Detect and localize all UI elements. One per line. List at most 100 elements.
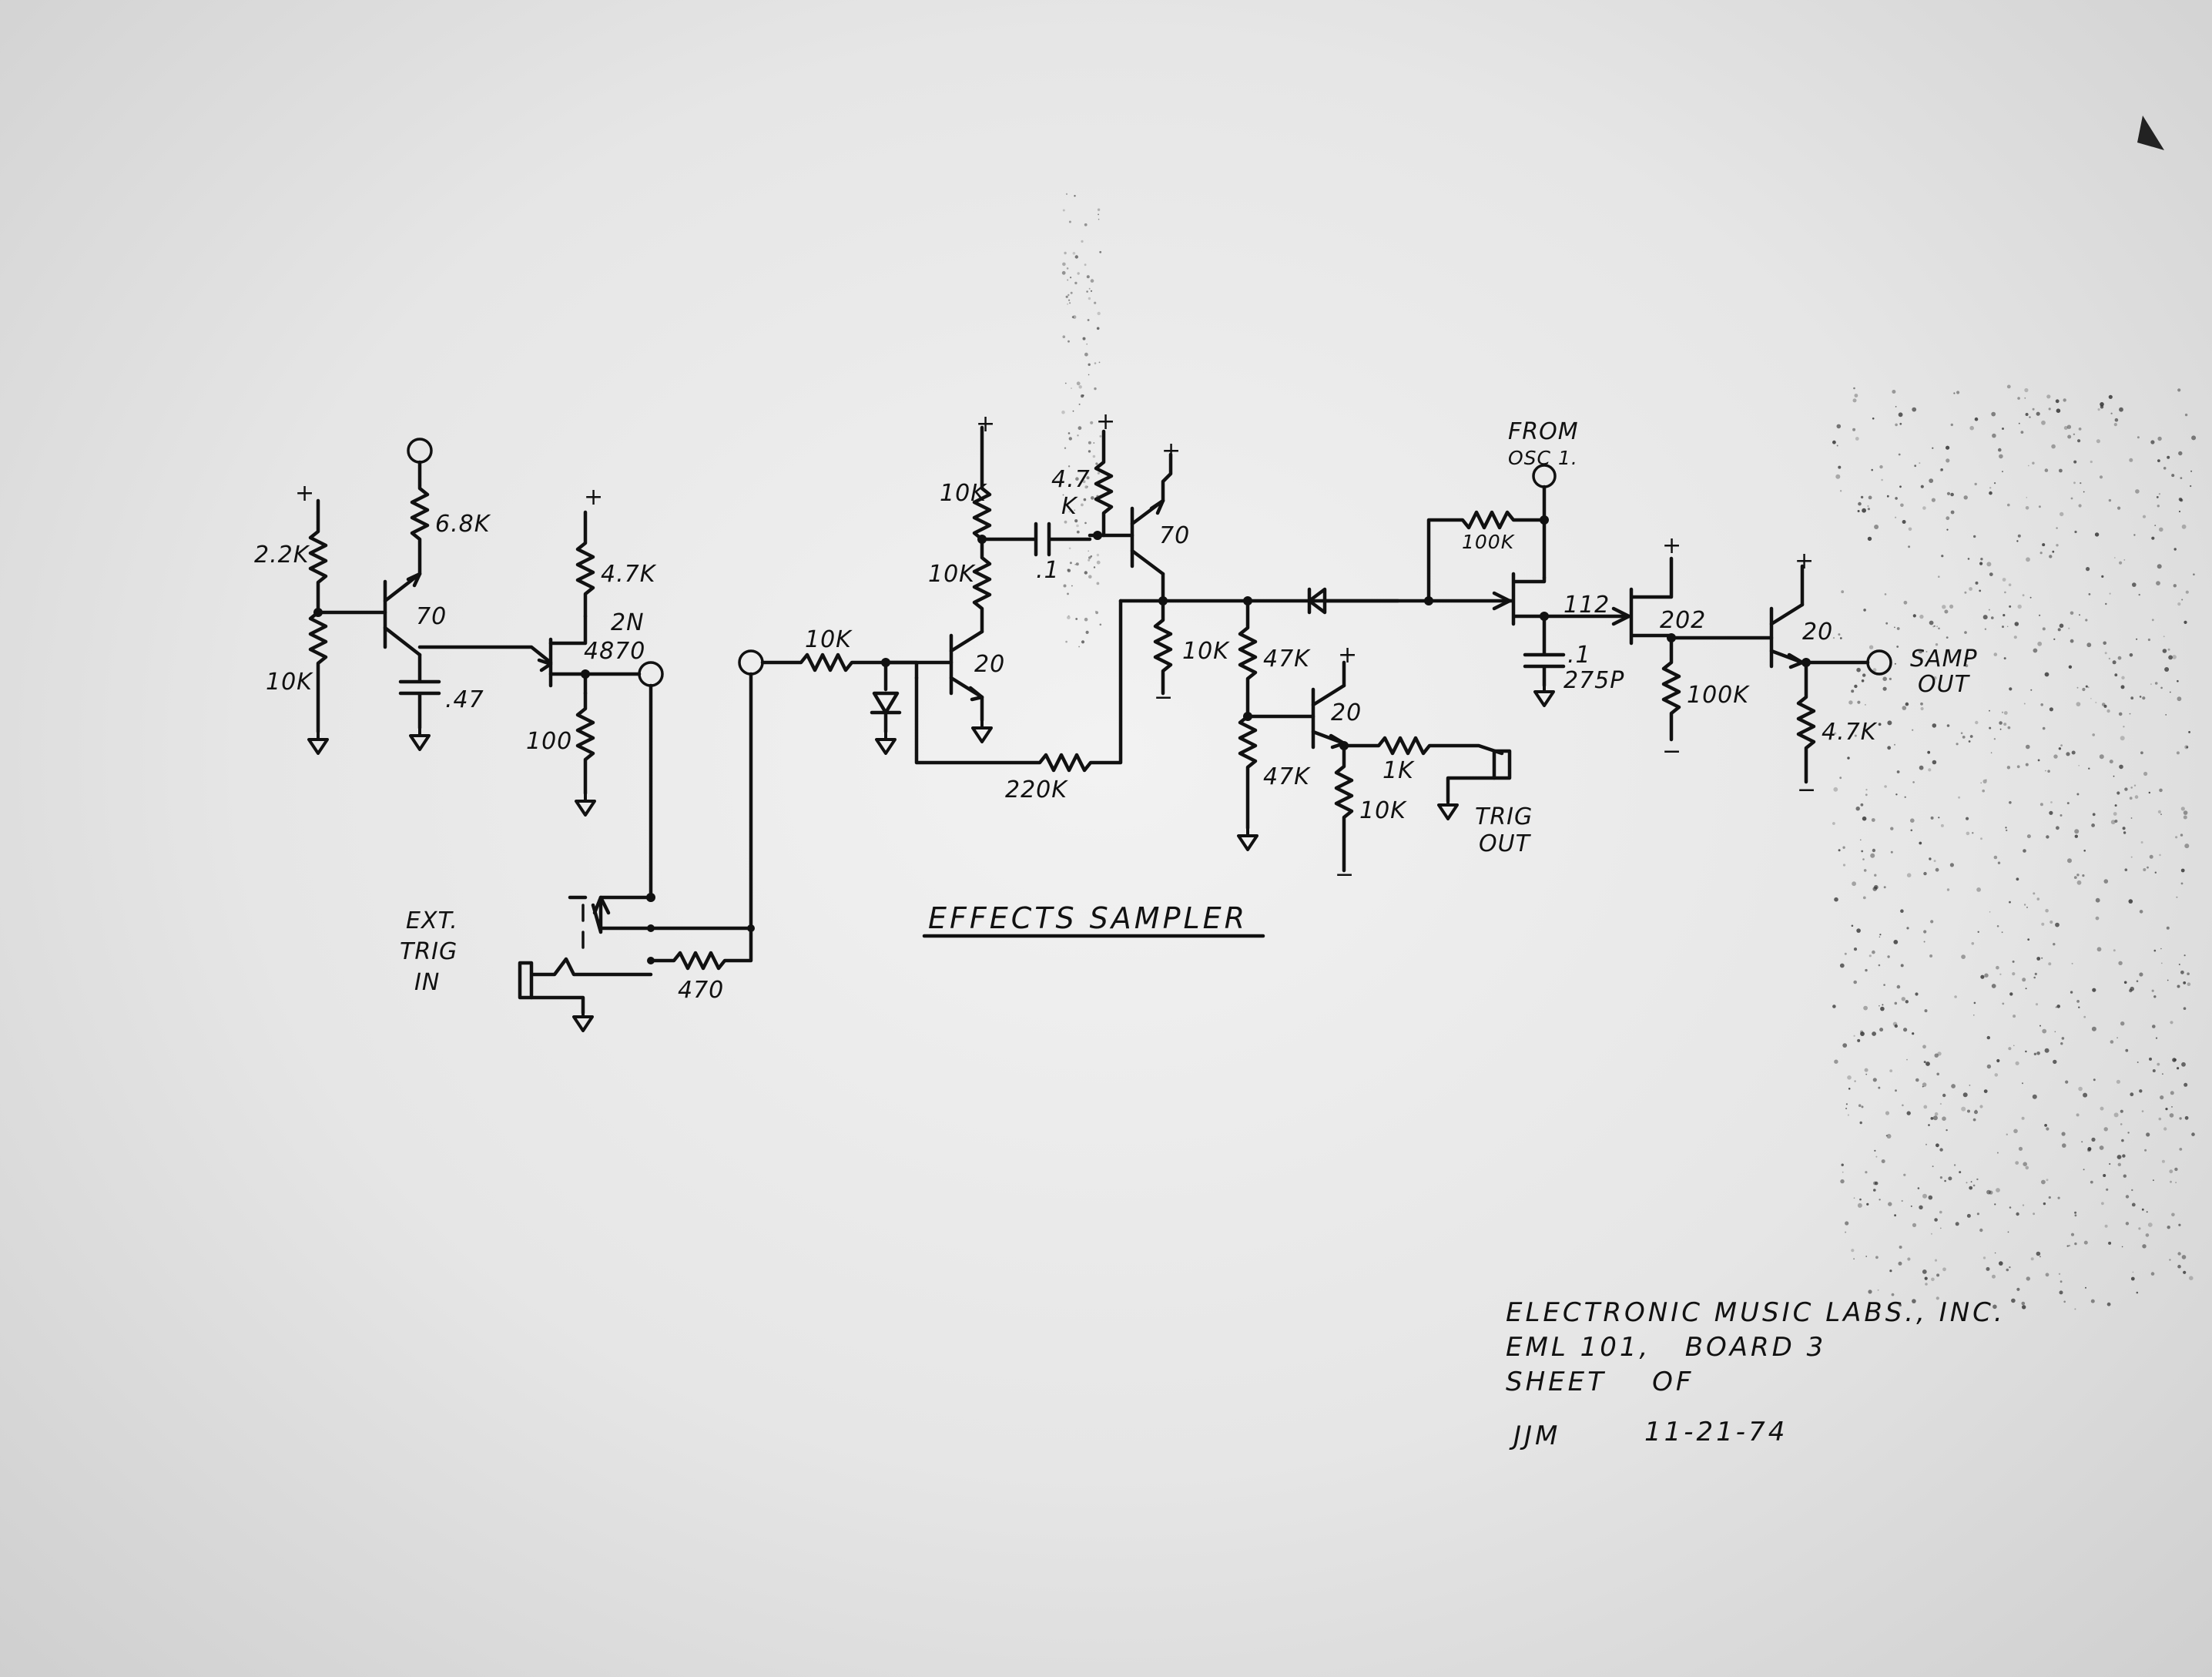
speck — [2015, 1161, 2019, 1165]
speck — [2100, 1106, 2104, 1111]
junction-dot — [647, 924, 655, 932]
speck — [2120, 1109, 2123, 1113]
speck — [2068, 1244, 2070, 1247]
speck — [2063, 398, 2066, 402]
speck — [1862, 816, 1867, 821]
speck — [2014, 622, 2019, 626]
speck — [1946, 1129, 1948, 1132]
transistor-q8 — [1769, 602, 1805, 665]
speck — [2006, 1133, 2008, 1135]
speck — [2177, 1264, 2181, 1269]
speck — [2175, 1182, 2177, 1183]
speck — [1873, 1189, 1876, 1192]
speck — [1932, 760, 1937, 765]
speck — [2177, 1252, 2181, 1256]
speck — [2173, 548, 2177, 551]
speck — [2165, 1108, 2168, 1111]
speck — [2183, 1007, 2187, 1010]
speck — [2120, 1123, 2123, 1125]
speck — [1924, 1009, 1928, 1013]
speck — [1097, 208, 1101, 211]
speck — [1974, 482, 1977, 486]
speck — [1908, 545, 1911, 548]
speck — [1865, 1256, 1868, 1257]
speck — [1922, 1085, 1924, 1088]
speck — [1098, 213, 1099, 216]
speck — [1865, 1073, 1868, 1075]
speck — [1931, 498, 1936, 502]
speck — [1994, 482, 1996, 485]
speck — [2009, 687, 2013, 691]
speck — [1095, 611, 1098, 615]
speck — [1878, 723, 1882, 726]
speck — [2161, 1159, 2165, 1163]
speck — [2056, 527, 2058, 529]
speck — [1932, 626, 1935, 628]
speck — [2180, 868, 2185, 873]
speck — [1991, 411, 1996, 417]
speck — [2184, 745, 2189, 750]
speck — [2003, 723, 2007, 726]
speck — [1075, 618, 1078, 620]
speck — [1899, 485, 1902, 488]
speck — [2184, 1082, 2188, 1087]
speck — [1862, 896, 1866, 900]
speck — [1864, 1068, 1868, 1072]
speck — [2171, 1106, 2173, 1108]
speck — [2109, 760, 2113, 764]
speck — [2157, 810, 2161, 813]
speck — [1951, 1084, 1956, 1088]
speck — [1996, 1152, 1999, 1154]
speck — [1936, 1072, 1939, 1076]
speck — [2039, 1025, 2041, 1027]
stage-q5-trig-out: 47K 47K + 20 1K 10K − TRIG OUT — [1237, 596, 1532, 888]
speck — [2178, 1223, 2181, 1226]
speck — [2130, 986, 2134, 991]
speck — [1962, 1092, 1968, 1098]
resistor-2k2 — [308, 498, 328, 615]
resistor-4k7-emitter — [1796, 660, 1816, 784]
speck — [2070, 611, 2074, 615]
speck — [1067, 569, 1071, 572]
speck — [1889, 1069, 1893, 1072]
speck — [1853, 387, 1855, 390]
speck — [2122, 1154, 2126, 1158]
speck — [2061, 1132, 2066, 1136]
speck — [1927, 750, 1931, 754]
speck — [1066, 267, 1069, 270]
speck — [2172, 655, 2177, 659]
speck — [1874, 525, 1879, 529]
speck — [2177, 1067, 2180, 1070]
speck — [2167, 979, 2169, 981]
speck — [2037, 641, 2043, 646]
speck — [1903, 600, 1908, 605]
speck — [1976, 1178, 1979, 1181]
speck — [2108, 657, 2111, 660]
speck — [2023, 849, 2026, 853]
speck — [2008, 1047, 2012, 1051]
speck — [1986, 1266, 1990, 1271]
speck — [1877, 1289, 1879, 1291]
speck — [2015, 1061, 2019, 1065]
speck — [1898, 1261, 1902, 1266]
speck — [2121, 676, 2125, 679]
corner-mark — [2137, 116, 2164, 150]
speck — [1098, 218, 1100, 220]
speck — [2160, 686, 2163, 689]
speck — [1933, 860, 1936, 863]
speck — [2163, 467, 2167, 470]
speck — [1078, 403, 1081, 405]
speck — [1899, 1246, 1902, 1249]
speck — [1851, 689, 1855, 693]
speck — [2022, 1204, 2025, 1206]
speck — [2170, 1180, 2172, 1183]
speck — [1894, 662, 1896, 665]
speck — [2149, 1057, 2152, 1061]
speck — [2158, 493, 2161, 495]
speck — [2133, 534, 2136, 536]
speck — [1917, 1187, 1920, 1189]
speck — [1842, 1171, 1844, 1173]
speck — [1881, 478, 1883, 481]
ground-icon — [409, 728, 431, 751]
speck — [2112, 660, 2116, 665]
